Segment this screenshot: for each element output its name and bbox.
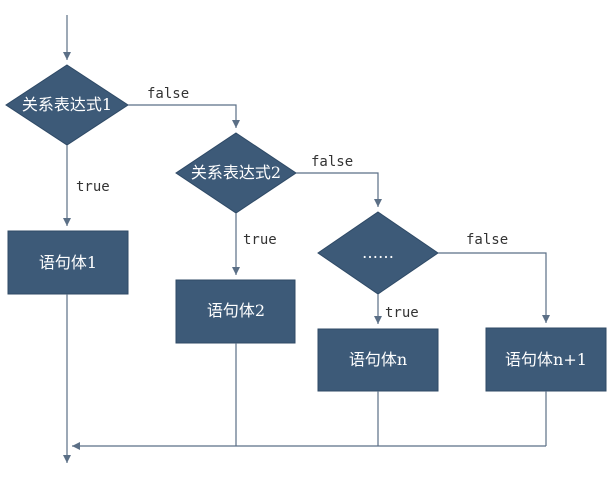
statement-box-1	[7, 230, 129, 295]
edge-cond2-true-label: true	[243, 232, 277, 248]
edge-cond3-false	[438, 252, 550, 323]
statement-n-label: 语句体n	[349, 350, 407, 369]
statement-box-n	[317, 328, 439, 392]
statement-1-label: 语句体1	[39, 253, 97, 272]
decision-3-label: ……	[362, 243, 394, 262]
edge-cond2-false-label: false	[311, 154, 353, 170]
decision-1-label: 关系表达式1	[22, 95, 112, 114]
decision-2-label: 关系表达式2	[191, 163, 281, 182]
statement-2-label: 语句体2	[207, 301, 265, 320]
statement-n-plus-1-label: 语句体n+1	[505, 350, 587, 369]
edge-cond1-false-label: false	[147, 86, 189, 102]
edge-cond2-false	[296, 172, 382, 207]
statement-box-2	[175, 279, 296, 344]
statement-box-n-plus-1	[485, 327, 607, 392]
edge-cond1-true-label: true	[76, 179, 110, 195]
edge-cond1-false	[128, 104, 240, 128]
edge-cond3-false-label: false	[466, 232, 508, 248]
edge-cond3-true-label: true	[385, 305, 419, 321]
